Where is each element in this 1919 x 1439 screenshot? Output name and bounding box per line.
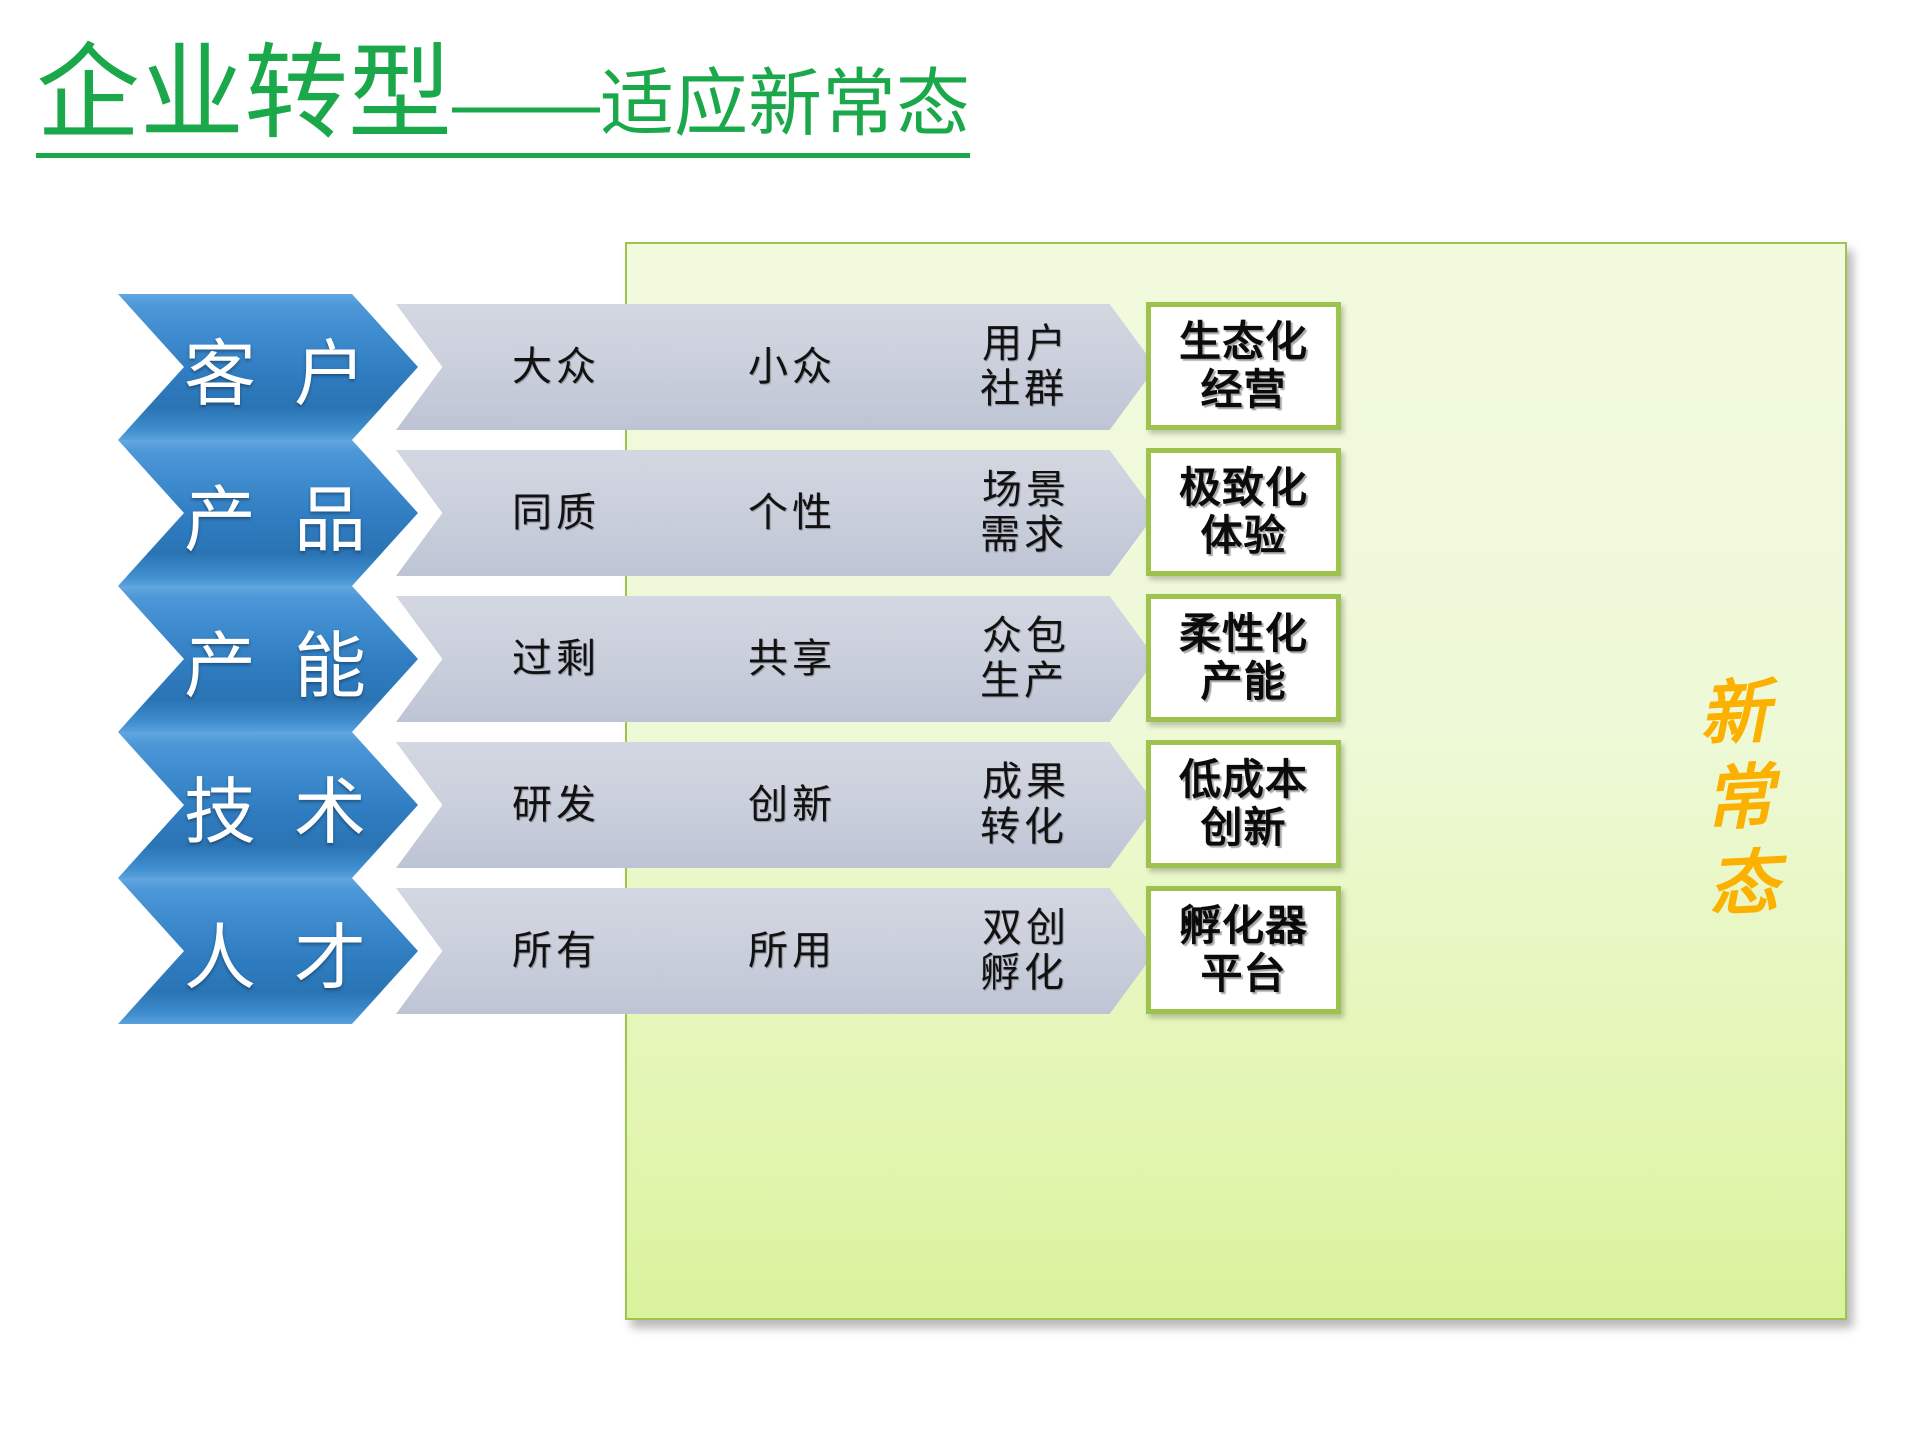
outcome-line-2: 经营 <box>1200 366 1287 413</box>
stage-1-chevron[interactable]: 研发 <box>396 742 686 868</box>
outcome-box[interactable]: 柔性化产能 <box>1146 594 1341 722</box>
stage-2-label: 创新 <box>748 781 836 827</box>
stage-1-label: 大众 <box>512 343 600 389</box>
outcome-line-2: 体验 <box>1200 512 1287 559</box>
category-chevron[interactable]: 产 能 <box>118 586 418 732</box>
outcome-label: 低成本创新 <box>1179 756 1308 853</box>
stage-3-chevron[interactable]: 双创孵化 <box>866 888 1156 1014</box>
category-chevron[interactable]: 技 术 <box>118 732 418 878</box>
stage-3-line-2: 孵化 <box>980 950 1068 995</box>
outcome-line-1: 柔性化 <box>1178 609 1308 657</box>
stage-3-line-1: 成果 <box>982 759 1070 805</box>
transformation-row: 产 能 过剩 共享 众包生产 柔性化产能 <box>0 586 1919 732</box>
outcome-line-1: 低成本 <box>1178 755 1308 803</box>
stage-1-chevron[interactable]: 大众 <box>396 304 686 430</box>
stage-3-line-1: 众包 <box>982 613 1070 659</box>
page-title-main: 企业转型 <box>36 36 453 152</box>
outcome-line-1: 生态化 <box>1178 317 1308 365</box>
stage-3-label: 双创孵化 <box>978 905 1070 996</box>
stage-3-label: 场景需求 <box>978 467 1070 558</box>
outcome-box[interactable]: 孵化器平台 <box>1146 886 1341 1014</box>
stage-3-chevron[interactable]: 成果转化 <box>866 742 1156 868</box>
transformation-row: 客 户 大众 小众 用户社群 生态化经营 <box>0 294 1919 440</box>
category-chevron[interactable]: 产 品 <box>118 440 418 586</box>
stage-3-label: 众包生产 <box>978 613 1070 704</box>
stage-3-label: 成果转化 <box>978 759 1070 850</box>
stage-3-chevron[interactable]: 场景需求 <box>866 450 1156 576</box>
stage-3-line-1: 双创 <box>982 905 1070 951</box>
transformation-row: 人 才 所有 所用 双创孵化 孵化器平台 <box>0 878 1919 1024</box>
category-chevron[interactable]: 人 才 <box>118 878 418 1024</box>
stage-3-chevron[interactable]: 用户社群 <box>866 304 1156 430</box>
stage-3-line-1: 场景 <box>982 467 1070 513</box>
stage-3-line-1: 用户 <box>982 321 1070 367</box>
outcome-line-2: 创新 <box>1200 804 1287 851</box>
stage-1-label: 研发 <box>512 781 600 827</box>
outcome-line-1: 孵化器 <box>1178 901 1308 949</box>
stage-2-chevron[interactable]: 共享 <box>632 596 922 722</box>
outcome-label: 极致化体验 <box>1179 464 1308 561</box>
outcome-box[interactable]: 生态化经营 <box>1146 302 1341 430</box>
outcome-label: 生态化经营 <box>1179 318 1308 415</box>
page-title: 企业转型——适应新常态 <box>36 39 971 159</box>
stage-1-chevron[interactable]: 过剩 <box>396 596 686 722</box>
stage-1-label: 所有 <box>512 927 600 973</box>
stage-3-line-2: 转化 <box>980 804 1068 849</box>
outcome-box[interactable]: 极致化体验 <box>1146 448 1341 576</box>
outcome-line-2: 平台 <box>1200 950 1287 997</box>
page-title-subtitle: ——适应新常态 <box>452 62 971 145</box>
category-label: 技 术 <box>183 772 376 853</box>
stage-3-line-2: 生产 <box>980 658 1068 703</box>
stage-1-label: 过剩 <box>512 635 600 681</box>
stage-2-chevron[interactable]: 所用 <box>632 888 922 1014</box>
category-label: 产 品 <box>183 480 376 561</box>
stage-2-chevron[interactable]: 个性 <box>632 450 922 576</box>
stage-1-chevron[interactable]: 同质 <box>396 450 686 576</box>
category-label: 人 才 <box>183 918 376 999</box>
transformation-row: 产 品 同质 个性 场景需求 极致化体验 <box>0 440 1919 586</box>
stage-3-label: 用户社群 <box>978 321 1070 412</box>
stage-2-chevron[interactable]: 创新 <box>632 742 922 868</box>
category-label: 产 能 <box>183 626 376 707</box>
outcome-line-2: 产能 <box>1200 658 1287 705</box>
stage-2-label: 共享 <box>748 635 836 681</box>
stage-2-label: 所用 <box>748 927 836 973</box>
stage-2-label: 个性 <box>748 489 836 535</box>
transformation-row: 技 术 研发 创新 成果转化 低成本创新 <box>0 732 1919 878</box>
stage-1-chevron[interactable]: 所有 <box>396 888 686 1014</box>
stage-1-label: 同质 <box>512 489 600 535</box>
stage-2-chevron[interactable]: 小众 <box>632 304 922 430</box>
category-chevron[interactable]: 客 户 <box>118 294 418 440</box>
stage-3-chevron[interactable]: 众包生产 <box>866 596 1156 722</box>
outcome-label: 柔性化产能 <box>1179 610 1308 707</box>
category-label: 客 户 <box>183 334 376 415</box>
outcome-label: 孵化器平台 <box>1179 902 1308 999</box>
outcome-line-1: 极致化 <box>1178 463 1308 511</box>
stage-2-label: 小众 <box>748 343 836 389</box>
stage-3-line-2: 需求 <box>980 512 1068 557</box>
outcome-box[interactable]: 低成本创新 <box>1146 740 1341 868</box>
stage-3-line-2: 社群 <box>980 366 1068 411</box>
